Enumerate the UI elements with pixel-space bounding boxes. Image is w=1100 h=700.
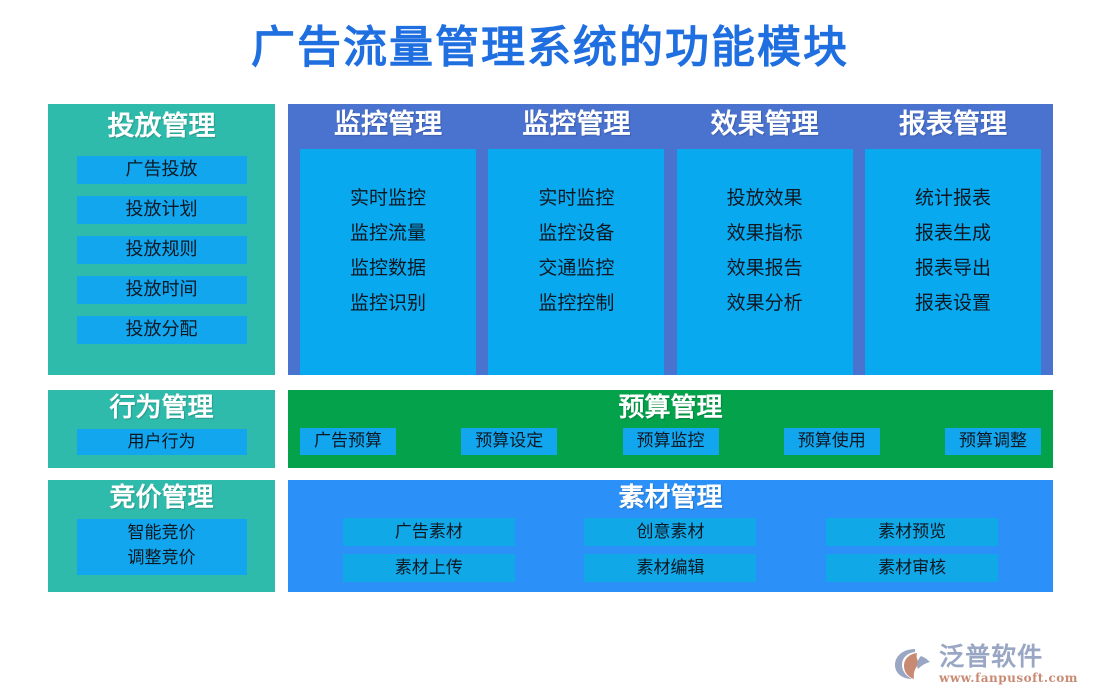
panel-budget-management: 预算管理 广告预算 预算设定 预算监控 预算使用 预算调整: [288, 390, 1053, 468]
behavior-item-list: 用户行为: [48, 428, 275, 455]
list-item[interactable]: 智能竞价: [127, 522, 196, 543]
ops-column-title: 监控管理: [334, 109, 442, 140]
list-item[interactable]: 投放效果: [726, 186, 803, 209]
panel-behavior-title: 行为管理: [109, 393, 214, 423]
panel-material-management: 素材管理 广告素材 创意素材 素材预览 素材上传 素材编辑 素材审核: [288, 480, 1053, 592]
list-item[interactable]: 用户行为: [76, 428, 247, 455]
brand-url: www.fanpusoft.com: [939, 671, 1078, 685]
panel-operations-group: 监控管理 实时监控 监控流量 监控数据 监控识别 监控管理 实时监控 监控设备 …: [288, 104, 1053, 375]
list-item[interactable]: 投放计划: [76, 195, 247, 224]
ops-column-title: 效果管理: [710, 109, 819, 140]
panel-behavior-management: 行为管理 用户行为: [48, 390, 275, 468]
list-item[interactable]: 广告预算: [300, 427, 396, 455]
list-item[interactable]: 监控控制: [538, 291, 615, 314]
panel-delivery-management: 投放管理 广告投放 投放计划 投放规则 投放时间 投放分配: [48, 104, 275, 375]
ops-item-list: 实时监控 监控设备 交通监控 监控控制: [488, 148, 665, 375]
list-item[interactable]: 实时监控: [349, 186, 426, 209]
ops-column-title: 监控管理: [522, 109, 631, 140]
list-item[interactable]: 统计报表: [914, 186, 991, 209]
delivery-item-list: 广告投放 投放计划 投放规则 投放时间 投放分配: [48, 155, 275, 344]
list-item[interactable]: 报表生成: [914, 221, 991, 244]
ops-item-list: 实时监控 监控流量 监控数据 监控识别: [300, 148, 476, 375]
list-item[interactable]: 监控识别: [349, 291, 426, 314]
ops-column-monitoring-2: 监控管理 实时监控 监控设备 交通监控 监控控制: [488, 104, 665, 375]
list-item[interactable]: 投放规则: [76, 235, 247, 264]
list-item[interactable]: 效果分析: [726, 291, 803, 314]
ops-column-report: 报表管理 统计报表 报表生成 报表导出 报表设置: [864, 104, 1041, 375]
list-item[interactable]: 预算调整: [945, 427, 1041, 455]
list-item[interactable]: 素材编辑: [584, 553, 757, 582]
ops-item-list: 投放效果 效果指标 效果报告 效果分析: [676, 148, 853, 375]
list-item[interactable]: 监控设备: [538, 221, 615, 244]
list-item[interactable]: 监控数据: [349, 256, 426, 279]
ops-column-effect: 效果管理 投放效果 效果指标 效果报告 效果分析: [676, 104, 853, 375]
list-item[interactable]: 预算使用: [783, 427, 880, 455]
panel-budget-title: 预算管理: [618, 393, 723, 423]
list-item[interactable]: 调整竞价: [127, 547, 196, 568]
list-item[interactable]: 投放分配: [76, 315, 247, 344]
list-item[interactable]: 素材上传: [342, 553, 515, 582]
list-item[interactable]: 素材预览: [826, 517, 999, 546]
brand-logo: 泛普软件 www.fanpusoft.com: [893, 644, 1078, 684]
ops-column-title: 报表管理: [898, 109, 1007, 140]
list-item[interactable]: 创意素材: [584, 517, 757, 546]
ops-column-monitoring-1: 监控管理 实时监控 监控流量 监控数据 监控识别: [300, 104, 476, 375]
list-item[interactable]: 广告投放: [76, 155, 247, 184]
fanpu-logo-icon: [895, 649, 931, 679]
list-item[interactable]: 素材审核: [826, 553, 999, 582]
bidding-item-list: 智能竞价 调整竞价: [76, 518, 247, 575]
list-item[interactable]: 效果报告: [726, 256, 803, 279]
material-item-list: 广告素材 创意素材 素材预览 素材上传 素材编辑 素材审核: [288, 517, 1053, 582]
list-item[interactable]: 预算监控: [622, 427, 719, 455]
page-title: 广告流量管理系统的功能模块: [251, 22, 849, 73]
brand-name: 泛普软件: [939, 642, 1044, 671]
brand-text: 泛普软件 www.fanpusoft.com: [939, 644, 1078, 684]
list-item[interactable]: 投放时间: [76, 275, 247, 304]
list-item[interactable]: 报表设置: [914, 291, 991, 314]
panel-bidding-management: 竞价管理 智能竞价 调整竞价: [48, 480, 275, 592]
list-item[interactable]: 预算设定: [461, 427, 558, 455]
list-item[interactable]: 报表导出: [914, 256, 991, 279]
panel-bidding-title: 竞价管理: [109, 483, 214, 513]
list-item[interactable]: 监控流量: [349, 221, 426, 244]
ops-item-list: 统计报表 报表生成 报表导出 报表设置: [864, 148, 1041, 375]
list-item[interactable]: 效果指标: [726, 221, 803, 244]
budget-item-list: 广告预算 预算设定 预算监控 预算使用 预算调整: [288, 427, 1053, 455]
list-item[interactable]: 广告素材: [342, 517, 515, 546]
panel-material-title: 素材管理: [618, 483, 723, 513]
list-item[interactable]: 实时监控: [538, 186, 615, 209]
list-item[interactable]: 交通监控: [538, 256, 615, 279]
panel-delivery-title: 投放管理: [107, 111, 216, 142]
